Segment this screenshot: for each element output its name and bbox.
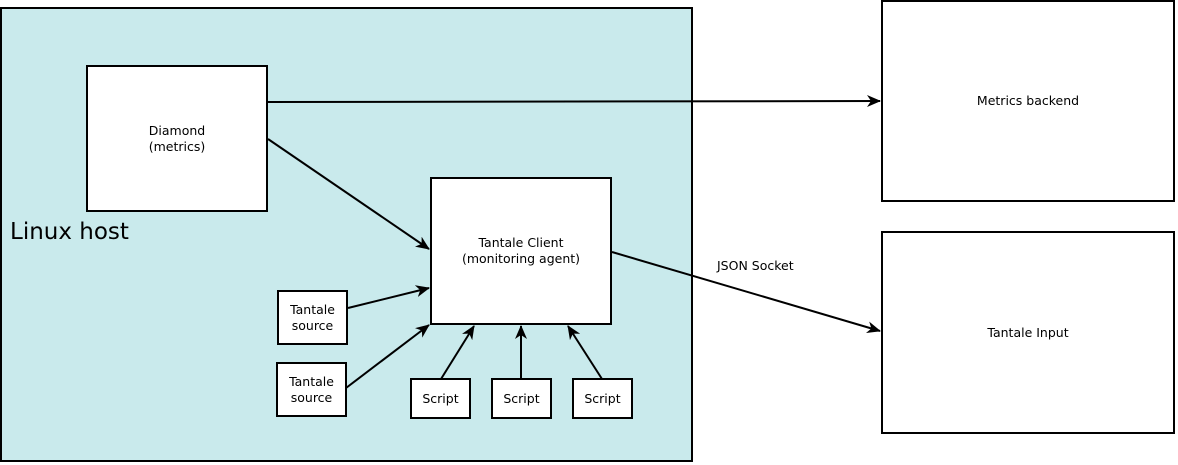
- linux-host-label: Linux host: [10, 219, 129, 245]
- arrow-diamond-to-metrics-backend: [267, 95, 881, 108]
- arrow-tantale-client-to-tantale-input: [611, 251, 881, 334]
- metrics-backend-node: Metrics backend: [881, 0, 1175, 202]
- arrow-diamond-to-tantale-client: [267, 138, 430, 250]
- arrow-source1-to-tantale-client: [347, 285, 430, 309]
- tantale-source-node-1: Tantale source: [277, 290, 348, 345]
- arrow-script1-to-tantale-client: [440, 325, 475, 380]
- tantale-source-node-2: Tantale source: [276, 362, 347, 417]
- script-node-1: Script: [410, 378, 471, 419]
- tantale-client-node: Tantale Client (monitoring agent): [430, 177, 612, 325]
- script-node-3: Script: [572, 378, 633, 419]
- json-socket-label: JSON Socket: [717, 258, 794, 273]
- arrow-source2-to-tantale-client: [345, 324, 430, 389]
- diamond-node: Diamond (metrics): [86, 65, 268, 212]
- tantale-input-node: Tantale Input: [881, 231, 1175, 434]
- arrow-script3-to-tantale-client: [567, 325, 603, 380]
